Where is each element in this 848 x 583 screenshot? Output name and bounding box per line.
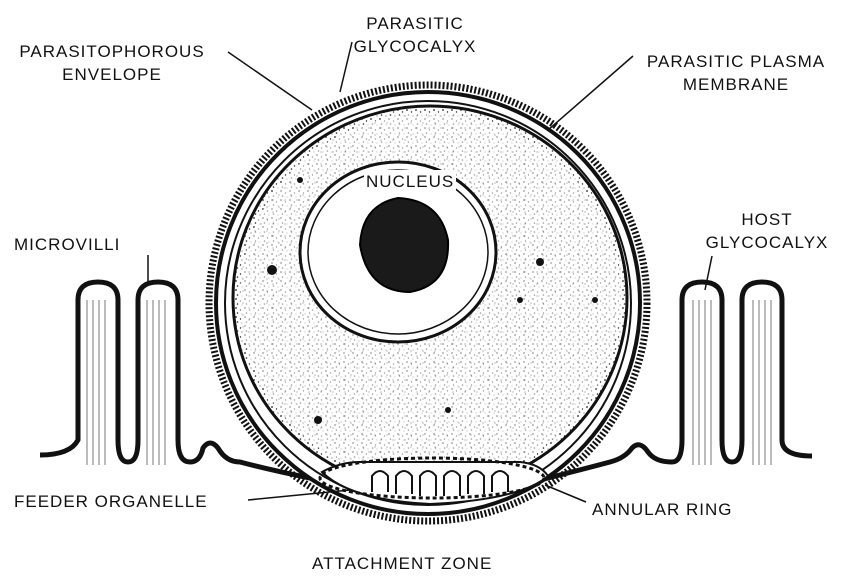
feeder-organelle-label: FEEDER ORGANELLE <box>14 490 208 513</box>
parasitic-glycocalyx-label-line-1: PARASITIC <box>340 12 490 35</box>
parasitic-glycocalyx-label-line-2: GLYCOCALYX <box>340 35 490 58</box>
nucleolus-shape <box>360 198 448 292</box>
parasitic-glycocalyx-label: PARASITIC GLYCOCALYX <box>340 12 490 58</box>
parasitophorous-envelope-label: PARASITOPHOROUS ENVELOPE <box>6 40 218 86</box>
annular-ring-label: ANNULAR RING <box>592 498 732 521</box>
parasitophorous-envelope-label-line-2: ENVELOPE <box>6 63 218 86</box>
host-glycocalyx-label-line-1: HOST <box>692 208 842 231</box>
parasitic-plasma-membrane-label-line-1: PARASITIC PLASMA <box>630 50 842 73</box>
microvilli-label: MICROVILLI <box>14 233 120 256</box>
microvillus-core <box>750 300 774 465</box>
microvillus-core <box>86 300 110 465</box>
microvillus-core <box>690 300 714 465</box>
nucleus-label: NUCLEUS <box>364 170 456 193</box>
attachment-zone-label: ATTACHMENT ZONE <box>312 552 492 575</box>
host-glycocalyx-label-line-2: GLYCOCALYX <box>692 231 842 254</box>
host-glycocalyx-label: HOST GLYCOCALYX <box>692 208 842 254</box>
parasitic-plasma-membrane-label: PARASITIC PLASMA MEMBRANE <box>630 50 842 96</box>
microvillus-core <box>146 300 170 465</box>
parasitic-plasma-membrane-label-line-2: MEMBRANE <box>630 73 842 96</box>
parasitophorous-envelope-label-line-1: PARASITOPHOROUS <box>6 40 218 63</box>
